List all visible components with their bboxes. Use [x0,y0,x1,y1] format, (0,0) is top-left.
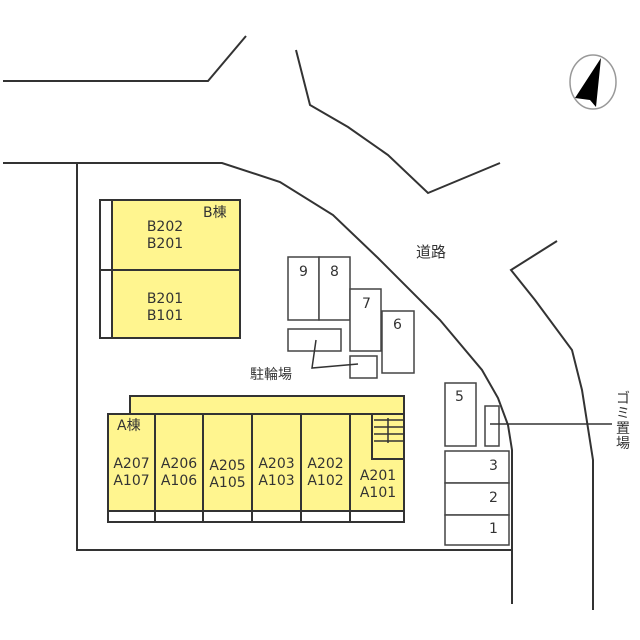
north-arrow-icon [569,54,617,110]
parking-3-label: 3 [489,458,498,474]
parking-5-label: 5 [455,389,464,405]
bicycle-parking-2 [349,355,378,379]
building-b-label: B棟 [203,205,227,221]
road-edge-top-left [3,35,247,82]
bicycle-leader-line [311,339,359,369]
parking-1-label: 1 [489,521,498,537]
parking-6-label: 6 [393,317,402,333]
parking-7 [349,288,382,352]
site-boundary-road-side [3,162,513,575]
parking-3 [444,450,510,484]
road-edge-upper [295,49,501,195]
parking-8-label: 8 [330,264,339,280]
road-label: 道路 [416,243,447,261]
parking-9-label: 9 [299,264,308,280]
parking-6 [381,310,415,374]
parking-2-label: 2 [489,490,498,506]
parking-1 [444,514,510,546]
bicycle-parking-label: 駐輪場 [250,367,292,383]
garbage-area-label: ゴミ置場 [616,391,630,452]
building-a [107,413,405,512]
garbage-area [484,405,500,447]
stairs-icon [374,418,404,443]
parking-9 [287,256,320,321]
building-a-label: A棟 [117,418,141,434]
parking-2 [444,482,510,516]
road-edge-right [509,240,594,610]
parking-5 [444,382,477,447]
parking-7-label: 7 [362,296,371,312]
site-boundary [76,163,512,551]
